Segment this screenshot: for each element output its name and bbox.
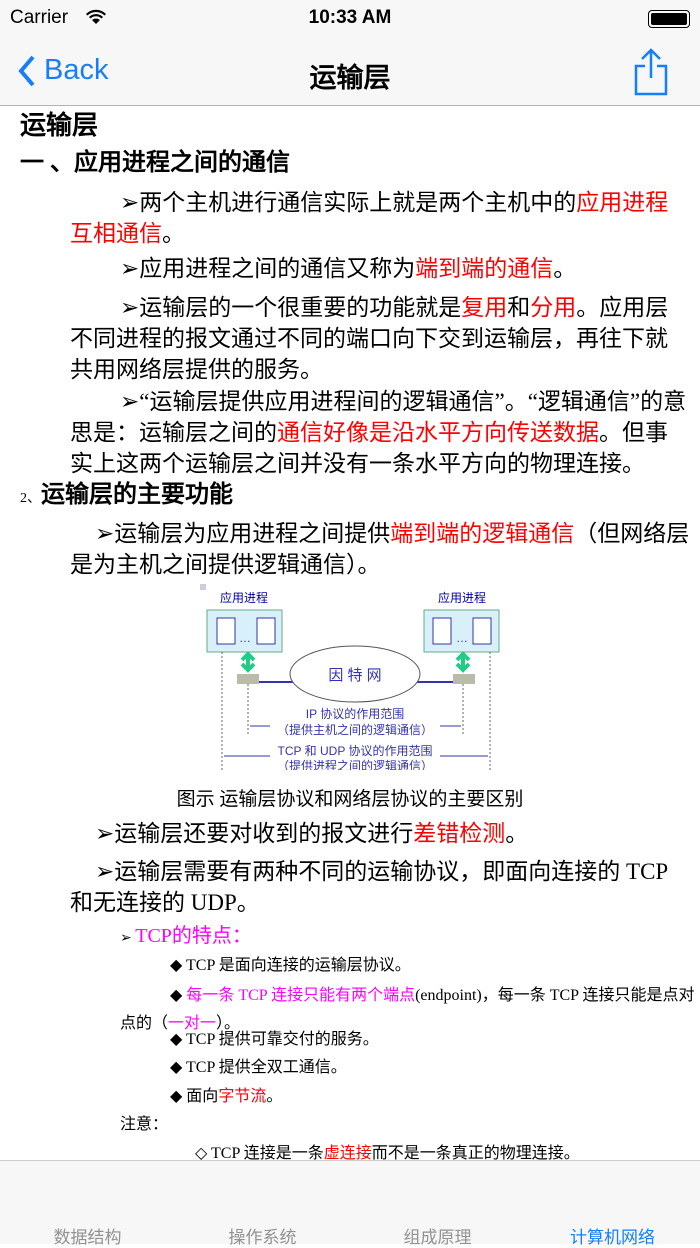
chevron-left-icon [18, 55, 35, 86]
svg-text:（提供主机之间的逻辑通信）: （提供主机之间的逻辑通信） [277, 722, 433, 737]
svg-text:…: … [456, 631, 468, 645]
battery-icon [648, 10, 690, 28]
bullet-item: ◆ 每一条 TCP 连接只能有两个端点(endpoint)，每一条 TCP 连接… [120, 987, 695, 1032]
svg-text:应用进程: 应用进程 [438, 590, 486, 605]
paragraph: ➢两个主机进行通信实际上就是两个主机中的应用进程互相通信。 [70, 190, 669, 246]
paragraph: ➢运输层为应用进程之间提供端到端的逻辑通信（但网络层是为主机之间提供逻辑通信）。 [70, 521, 690, 577]
svg-text:IP 协议的作用范围: IP 协议的作用范围 [306, 706, 404, 721]
tab-computer-organization[interactable]: 组成原理 [403, 1228, 472, 1247]
svg-text:（提供进程之间的逻辑通信）: （提供进程之间的逻辑通信） [277, 758, 433, 770]
page-title: 运输层 [309, 63, 391, 93]
status-bar: Carrier 10:33 AM [0, 0, 700, 40]
section-heading: 一 、应用进程之间的通信 [20, 150, 290, 176]
share-icon[interactable] [634, 48, 668, 96]
svg-text:因 特 网: 因 特 网 [328, 667, 381, 684]
svg-text:TCP 和 UDP 协议的作用范围: TCP 和 UDP 协议的作用范围 [278, 743, 433, 758]
section-heading: 2、运输层的主要功能 [20, 482, 233, 508]
svg-text:…: … [239, 631, 251, 645]
bullet-item: ◆ 面向字节流。 [170, 1088, 283, 1105]
paragraph: ➢运输层的一个很重要的功能就是复用和分用。应用层不同进程的报文通过不同的端口向下… [70, 295, 669, 382]
bullet-item: ◆ TCP 提供全双工通信。 [170, 1059, 347, 1076]
figure-caption: 图示 运输层协议和网络层协议的主要区别 [176, 789, 524, 810]
back-label: Back [44, 54, 109, 86]
tab-computer-networks[interactable]: 计算机网络 [570, 1228, 655, 1247]
back-button[interactable]: Back [18, 54, 108, 87]
doc-heading: 运输层 [20, 111, 99, 140]
svg-text:应用进程: 应用进程 [220, 590, 268, 605]
document-view[interactable]: 运输层 一 、应用进程之间的通信 ➢两个主机进行通信实际上就是两个主机中的应用进… [0, 106, 700, 1160]
bullet-item: ◆ TCP 提供可靠交付的服务。 [170, 1031, 379, 1048]
clock: 10:33 AM [308, 7, 392, 28]
paragraph: ➢运输层还要对收到的报文进行差错检测。 [95, 821, 529, 846]
paragraph: ➢运输层需要有两种不同的运输协议，即面向连接的 TCP 和无连接的 UDP。 [70, 859, 668, 915]
tab-bar: 数据结构 操作系统 组成原理 计算机网络 [0, 1160, 700, 1247]
wifi-icon [86, 9, 106, 24]
paragraph: ➢“运输层提供应用进程间的逻辑通信”。“逻辑通信”的意思是：运输层之间的通信好像… [70, 389, 687, 476]
carrier: Carrier [10, 7, 69, 28]
navigation-bar: Back 运输层 [0, 40, 700, 106]
tab-operating-systems[interactable]: 操作系统 [228, 1228, 297, 1247]
bullet-item: ◆ TCP 是面向连接的运输层协议。 [170, 957, 411, 974]
note-label: 注意： [120, 1116, 169, 1133]
tab-data-structures[interactable]: 数据结构 [53, 1228, 122, 1247]
tcp-heading: ➢ TCP的特点： [120, 925, 252, 947]
paragraph: ➢应用进程之间的通信又称为端到端的通信。 [120, 256, 577, 281]
note-item: ◇ TCP 连接是一条虚连接而不是一条真正的物理连接。 [195, 1145, 580, 1160]
protocol-diagram: 应用进程 应用进程 … … 因 特 网 IP 协议的作用范围 （提供主机之间的逻辑… [200, 584, 500, 770]
